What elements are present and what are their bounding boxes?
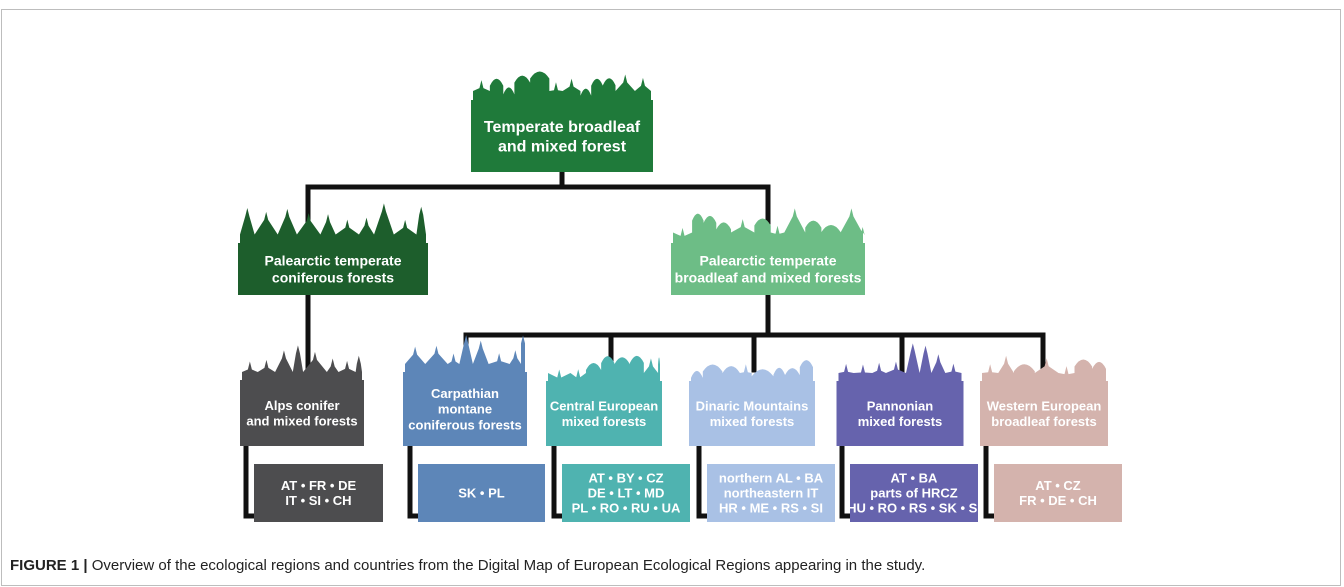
country-list: AT • BA	[891, 471, 939, 486]
country-list: HU • RO • RS • SK • SI	[847, 501, 981, 516]
node-box	[546, 381, 662, 446]
node-box	[238, 243, 428, 295]
connector-lines	[243, 167, 1046, 519]
country-list: DE • LT • MD	[588, 486, 665, 501]
node-label: Palearctic temperate	[700, 253, 837, 269]
country-list: IT • SI • CH	[285, 493, 351, 508]
node-label: Carpathian	[431, 386, 499, 401]
node-label: broadleaf forests	[991, 414, 1096, 429]
country-list: HR • ME • RS • SI	[719, 501, 823, 516]
node-box	[689, 381, 815, 446]
node-root: Temperate broadleaf and mixed forest	[471, 71, 653, 172]
forest-silhouette	[548, 355, 660, 383]
node-label: Central European	[550, 398, 658, 413]
country-list: northern AL • BA	[719, 471, 824, 486]
node-box	[471, 100, 653, 172]
figure-frame	[1, 9, 1341, 586]
country-list: parts of HRCZ	[870, 486, 957, 501]
forest-silhouette	[982, 355, 1106, 383]
node-label: montane	[438, 402, 492, 417]
country-box	[254, 464, 383, 522]
node-label: Alps conifer	[264, 398, 339, 413]
node-box	[671, 243, 865, 295]
country-box	[418, 464, 545, 522]
node-label: mixed forests	[710, 414, 795, 429]
node-box	[980, 381, 1108, 446]
caption-text: Overview of the ecological regions and c…	[87, 557, 926, 574]
diagram-nodes: Temperate broadleaf and mixed forestPalea…	[238, 71, 1122, 522]
node-box	[836, 381, 964, 446]
country-box	[562, 464, 690, 522]
country-list: SK • PL	[458, 486, 505, 501]
node-label: Pannonian	[867, 398, 934, 413]
node-label: coniferous forests	[272, 269, 394, 285]
forest-silhouette	[242, 345, 362, 382]
forest-silhouette	[473, 71, 651, 102]
forest-silhouette	[240, 203, 426, 245]
country-box	[850, 464, 978, 522]
forest-silhouette	[673, 208, 865, 245]
countries-carpathian: SK • PL	[418, 464, 545, 522]
country-list: AT • CZ	[1035, 478, 1081, 493]
node-box	[403, 372, 527, 446]
country-list: FR • DE • CH	[1019, 493, 1097, 508]
node-label: Dinaric Mountains	[696, 398, 809, 413]
node-label: broadleaf and mixed forests	[675, 269, 862, 285]
country-list: northeastern IT	[724, 486, 819, 501]
node-label: coniferous forests	[408, 417, 521, 432]
node-label: Palearctic temperate	[265, 253, 402, 269]
forest-silhouette	[405, 335, 526, 374]
country-box	[707, 464, 835, 522]
node-label: and mixed forest	[498, 138, 627, 155]
node-label: and mixed forests	[246, 413, 357, 428]
node-label: Temperate broadleaf	[484, 119, 641, 136]
forest-silhouette	[691, 360, 813, 383]
node-label: mixed forests	[562, 414, 647, 429]
country-list: AT • FR • DE	[281, 478, 357, 493]
forest-silhouette	[838, 343, 962, 383]
node-label: mixed forests	[858, 414, 943, 429]
country-list: AT • BY • CZ	[588, 471, 663, 486]
node-label: Western European	[987, 398, 1102, 413]
country-list: PL • RO • RU • UA	[572, 501, 681, 516]
node-box	[240, 380, 364, 446]
caption-prefix: FIGURE 1 |	[10, 557, 88, 574]
country-box	[994, 464, 1122, 522]
figure-caption: FIGURE 1 | Overview of the ecological re…	[10, 557, 925, 574]
